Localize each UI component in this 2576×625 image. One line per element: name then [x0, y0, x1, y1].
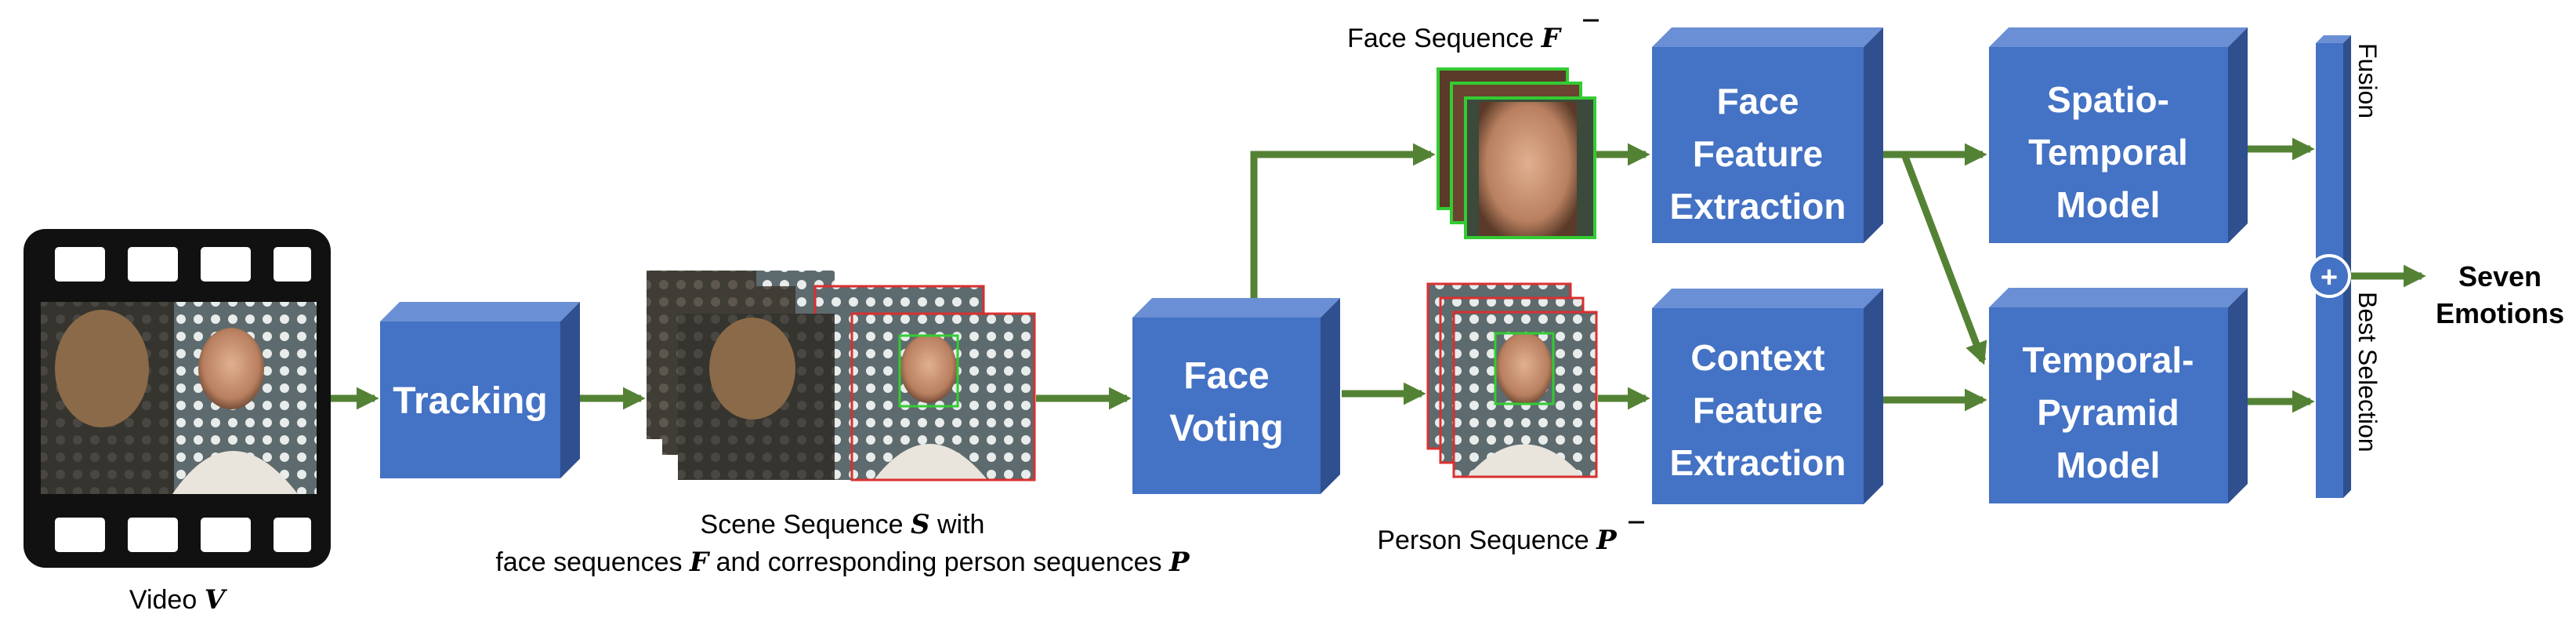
- temporal-pyramid-model-box: Temporal- Pyramid Model: [1989, 288, 2248, 503]
- scene-frame-front: [678, 312, 1036, 481]
- plus-icon: +: [2321, 261, 2338, 294]
- temporal-pyramid-label-line1: Temporal-: [2023, 340, 2194, 380]
- arrow-face-voting-to-face-sequence: [1250, 143, 1436, 298]
- spatio-temporal-label-line3: Model: [2056, 184, 2161, 225]
- face-feature-label-line3: Extraction: [1670, 186, 1846, 227]
- output-label-line1: Seven: [2458, 260, 2542, 293]
- video-frame-image: [41, 302, 317, 494]
- spatio-temporal-label-line1: Spatio-: [2047, 79, 2169, 120]
- temporal-pyramid-label-line3: Model: [2056, 445, 2161, 485]
- video-film-strip-icon: [24, 229, 331, 568]
- scene-caption-line1: Scene Sequence S with: [701, 509, 985, 540]
- context-feature-label-line3: Extraction: [1670, 442, 1846, 483]
- arrow-face-feature-to-temporal-pyramid: [1900, 153, 1987, 365]
- face-voting-label-line1: Face: [1183, 355, 1269, 397]
- plus-node: +: [2307, 254, 2351, 298]
- spatio-temporal-label-line2: Temporal: [2028, 132, 2188, 173]
- tracking-label: Tracking: [393, 380, 547, 422]
- scene-caption-line2: face sequences F and corresponding perso…: [495, 547, 1190, 578]
- face-feature-label-line1: Face: [1717, 81, 1799, 122]
- temporal-pyramid-label-line2: Pyramid: [2037, 392, 2179, 433]
- fusion-label: Fusion: [2353, 43, 2382, 118]
- tracking-box: Tracking: [380, 302, 580, 478]
- context-feature-extraction-box: Context Feature Extraction: [1652, 289, 1883, 504]
- video-caption: Video V: [129, 584, 228, 616]
- spatio-temporal-model-box: Spatio- Temporal Model: [1989, 27, 2248, 243]
- face-voting-box: Face Voting: [1132, 298, 1340, 494]
- face-sequence-stack: [1437, 67, 1596, 239]
- person-sequence-stack: [1426, 282, 1598, 478]
- best-selection-label: Best Selection: [2353, 292, 2382, 452]
- face-feature-label-line2: Feature: [1693, 133, 1823, 174]
- context-feature-label-line2: Feature: [1693, 390, 1823, 431]
- output-label-line2: Emotions: [2436, 297, 2564, 329]
- person-sequence-caption: Person Sequence P: [1377, 525, 1618, 556]
- face-feature-extraction-box: Face Feature Extraction: [1652, 27, 1883, 243]
- context-feature-label-line1: Context: [1690, 337, 1824, 378]
- scene-sequence-stack: [647, 271, 1036, 481]
- face-sequence-caption: Face Sequence F: [1347, 23, 1563, 54]
- face-voting-label-line2: Voting: [1169, 408, 1284, 449]
